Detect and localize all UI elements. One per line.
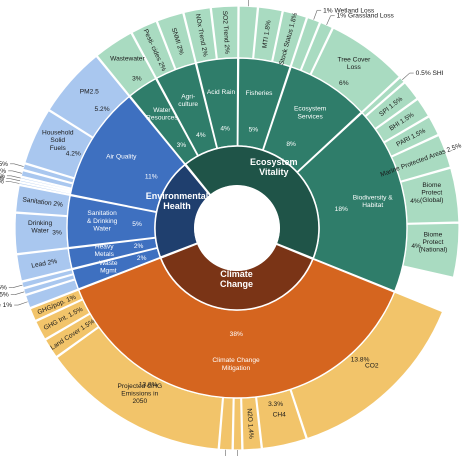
middle-ring <box>67 58 407 398</box>
middle-value-acid-rain: 4% <box>220 126 230 133</box>
middle-value-water-resources: 3% <box>177 142 187 149</box>
leader-ocean-plastics <box>13 285 23 288</box>
outer-label-recycling: Recycling 0.5% <box>0 292 9 299</box>
middle-value-climate-change-mitigation: 38% <box>230 331 243 338</box>
outer-value-wastewater: 3% <box>132 75 142 82</box>
outer-label-ocean-plastics: Ocean Plastics 0.5% <box>0 285 7 292</box>
outer-value-biome-protect-global: 4% <box>410 198 420 205</box>
outer-value-co2: 13.8% <box>351 356 370 363</box>
leader-so2 <box>11 176 21 178</box>
outer-label-co2: CO2 <box>365 363 379 370</box>
leader-black-carbon <box>225 450 226 456</box>
leader-shi <box>402 73 409 80</box>
outer-value-projected-ghg-emissions-in-2050: 13.8% <box>139 382 158 389</box>
outer-value-biome-protect-national: 4% <box>411 243 421 250</box>
middle-label-air-quality: Air Quality <box>106 153 137 160</box>
leader-recycling <box>15 292 25 295</box>
outer-label-solid-waste: Solid Waste 1% <box>0 302 12 309</box>
leader-o3 <box>14 164 24 167</box>
outer-value-pm2-5: 5.2% <box>95 106 110 113</box>
inner-value-climate-change: 38% <box>227 249 247 260</box>
middle-label-acid-rain: Acid Rain <box>207 89 236 96</box>
leader-trawling-dredging <box>248 0 249 6</box>
middle-value-biodiversity-habitat: 18% <box>335 206 348 213</box>
middle-value-fisheries: 5% <box>249 126 259 133</box>
outer-label-nox: NOx 0.5% <box>0 168 6 175</box>
inner-value-ecosystem-vitality: 42% <box>243 202 263 213</box>
outer-label-o3: O3 0.5% <box>0 161 8 168</box>
inner-value-environmental-health: 20% <box>202 216 222 227</box>
leader-nox <box>12 171 22 173</box>
middle-value-agri-culture: 4% <box>196 132 206 139</box>
middle-value-sanitation-drinking-water: 5% <box>132 221 142 228</box>
middle-label-fisheries: Fisheries <box>246 90 273 97</box>
outer-label-shi: 0.5% SHI <box>416 70 444 77</box>
middle-value-air-quality: 11% <box>145 173 158 180</box>
outer-label-ch4: CH4 <box>273 411 287 418</box>
outer-value-drinking-water: 3% <box>52 229 62 236</box>
middle-value-waste-mgmt: 2% <box>137 255 147 262</box>
middle-value-ecosystem-services: 8% <box>286 141 296 148</box>
leader-wetland-loss <box>314 10 317 19</box>
leader-solid-waste <box>18 302 27 305</box>
outer-label-grassland-loss: 1% Grassland Loss <box>337 13 395 20</box>
middle-value-heavy-metals: 2% <box>134 243 144 250</box>
outer-label-pm2-5: PM2.5 <box>80 89 99 96</box>
outer-value-ch4: 3.3% <box>268 401 283 408</box>
outer-label-wastewater: Wastewater <box>110 55 145 62</box>
leader-grassland-loss <box>327 16 331 25</box>
outer-slice-f-gas <box>233 398 242 450</box>
leader-co <box>10 179 20 181</box>
outer-value-household-solid-fuels: 4.2% <box>66 150 81 157</box>
outer-value-tree-cover-loss: 6% <box>339 80 349 87</box>
leader-vocs <box>10 182 20 184</box>
